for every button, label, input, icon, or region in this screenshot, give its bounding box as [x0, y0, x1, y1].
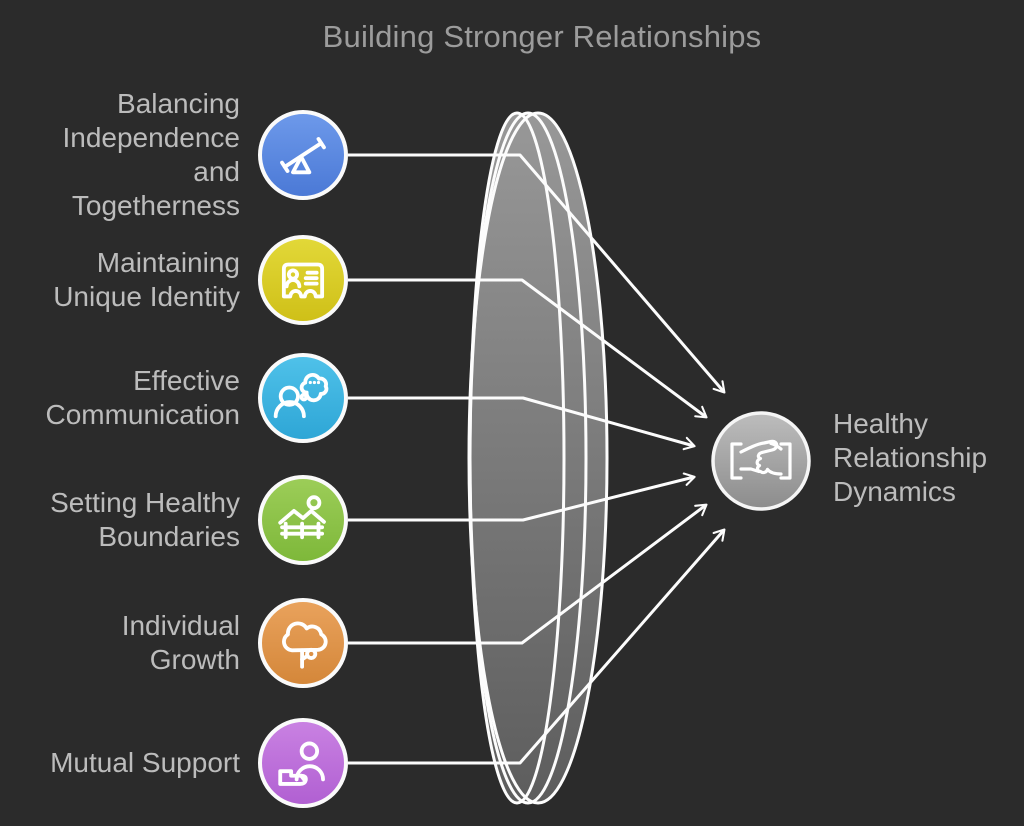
page-title: Building Stronger Relationships — [322, 19, 762, 54]
person-helping-hand-icon — [278, 741, 325, 786]
item-icon-support — [258, 718, 348, 808]
lens-outer-rim — [467, 111, 609, 805]
item-icon-boundaries — [258, 475, 348, 565]
arrow-support — [348, 528, 726, 765]
connector-arrows — [348, 153, 726, 765]
balance-seesaw-icon — [280, 137, 326, 175]
result-node — [711, 411, 811, 511]
item-icon-communication — [258, 353, 348, 443]
item-label-balancing: Balancing Independence and Togetherness — [62, 88, 240, 221]
item-icon-growth — [258, 598, 348, 688]
tree-growth-icon — [282, 621, 328, 669]
arrow-identity — [348, 278, 708, 419]
arrow-balancing — [348, 153, 726, 394]
arrow-communication — [348, 396, 696, 451]
focus-lens — [467, 111, 609, 805]
handshake-icon — [730, 439, 792, 480]
item-label-communication: Effective Communication — [45, 365, 240, 430]
item-label-growth: Individual Growth — [121, 610, 240, 675]
item-label-boundaries: Setting Healthy Boundaries — [50, 487, 240, 552]
arrow-growth — [348, 503, 708, 645]
item-icon-identity — [258, 235, 348, 325]
person-thought-bubble-icon — [273, 373, 329, 419]
result-label: Healthy Relationship Dynamics — [833, 408, 988, 507]
id-card-icon — [281, 262, 325, 299]
landscape-fence-icon — [278, 495, 326, 540]
item-label-support: Mutual Support — [50, 747, 240, 778]
item-label-identity: Maintaining Unique Identity — [53, 247, 240, 312]
arrow-boundaries — [348, 472, 696, 522]
item-icon-balancing — [258, 110, 348, 200]
